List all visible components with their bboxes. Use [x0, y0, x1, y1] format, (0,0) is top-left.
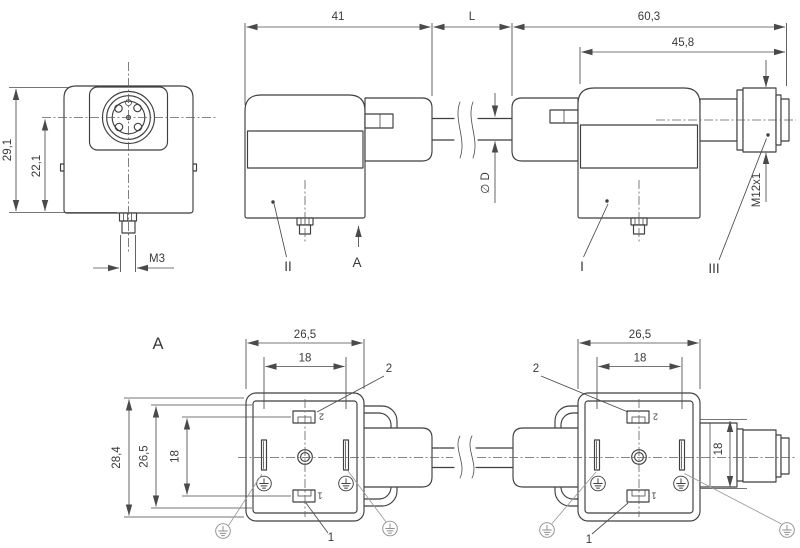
view-b-face: 2 1 18 26,5 18 2 1	[512, 329, 795, 546]
earth-leader	[551, 471, 597, 524]
cable-break	[457, 101, 476, 159]
dim-width: 26,5	[294, 329, 316, 341]
view-a-title: A	[152, 335, 163, 353]
bottom-row: A 2 1 26,5	[111, 329, 796, 546]
molded-digit-1: 1	[317, 491, 322, 501]
dim-cable-diameter: ∅ D	[480, 172, 492, 194]
dim-pitch: 18	[634, 353, 647, 365]
dim-m3: M3	[149, 253, 165, 265]
extension-line	[120, 235, 136, 272]
label-iii: III	[708, 261, 719, 276]
dim-pitch: 18	[299, 353, 312, 365]
label-band-i	[579, 124, 699, 169]
front-view: 29,1 22,1 M3	[2, 62, 216, 272]
leader-line-i	[583, 203, 609, 258]
leader-line-contact-1	[305, 502, 329, 534]
dim-60-3: 60,3	[638, 11, 660, 23]
gland-i	[511, 97, 579, 162]
label-band-ii	[246, 130, 364, 169]
dim-plug-height: 18	[713, 443, 725, 456]
molded-digit-2: 2	[653, 412, 658, 422]
m12-pin	[133, 122, 143, 132]
gland-block	[512, 427, 599, 488]
contact-slot-bottom-detail	[297, 489, 312, 497]
extension-line	[244, 23, 787, 105]
m12-ring	[736, 428, 744, 482]
leader-line-contact-1	[591, 502, 629, 535]
leader-dot	[605, 199, 609, 203]
cable-lines	[431, 447, 514, 469]
face-outer	[245, 392, 365, 522]
leader-line-ii	[273, 203, 287, 258]
contact-slot-left	[593, 439, 601, 471]
contact-slot-bottom-detail	[631, 489, 646, 497]
extension-line	[9, 87, 117, 213]
contact-slot-top-detail	[631, 416, 646, 424]
dim-m12-thread: M12x1	[751, 173, 763, 208]
gland-block	[359, 427, 433, 488]
top-dimensions: 41 L 60,3 45,8	[244, 11, 787, 105]
side-lug-right	[192, 163, 198, 172]
dim-pitch-v: 18	[170, 450, 182, 463]
contact-slot-right	[678, 439, 686, 471]
contact-slot-right	[342, 439, 350, 471]
m12-pin	[114, 104, 123, 113]
label-ii: II	[284, 259, 292, 274]
side-lug-left	[59, 163, 65, 172]
contact-2-label: 2	[533, 363, 539, 375]
leader-line-iii	[718, 138, 767, 261]
leader-line-contact-2	[316, 375, 385, 413]
dim-height-overall: 28,4	[111, 446, 123, 469]
cable-lines	[431, 117, 513, 141]
cable-break	[457, 435, 475, 479]
view-a-face: 2 1 26,5 18 28,4 26,5 18 2 1	[111, 329, 433, 544]
gland-ii	[364, 97, 433, 162]
contact-1-label: 1	[586, 534, 592, 546]
dim-cable-length: L	[469, 11, 476, 23]
earth-symbol	[779, 522, 795, 538]
dim-41: 41	[332, 11, 345, 23]
clamp-tab-ii	[364, 113, 394, 129]
stud-collar	[118, 212, 138, 222]
m12-pin	[133, 103, 142, 113]
cable-top: ∅ D	[431, 93, 513, 203]
dim-22-1: 22,1	[31, 155, 43, 177]
dim-45-8: 45,8	[672, 37, 694, 49]
side-view-i: M12x1 III I	[511, 60, 796, 276]
contact-slot-top-detail	[297, 416, 312, 424]
extension-line	[124, 397, 291, 518]
molded-digit-1: 1	[651, 491, 656, 501]
contact-1-label: 1	[328, 532, 334, 544]
dim-29-1: 29,1	[2, 139, 14, 161]
contact-2-label: 2	[386, 363, 392, 375]
m12-pin	[114, 122, 124, 132]
molded-digit-2: 2	[319, 412, 324, 422]
top-row: 29,1 22,1 M3 II A	[2, 11, 796, 276]
m12-end-cap	[780, 437, 790, 475]
extension-line	[700, 419, 747, 489]
earth-symbol	[382, 520, 398, 537]
dim-height: 26,5	[139, 445, 151, 467]
earth-leader	[228, 473, 263, 526]
leader-line-contact-2	[540, 375, 629, 413]
view-arrow-label-a: A	[352, 255, 361, 270]
side-view-ii: II A	[244, 94, 433, 274]
label-i: I	[580, 259, 584, 274]
earth-symbol	[539, 522, 555, 538]
cable-bottom	[431, 435, 514, 479]
earth-symbol	[215, 523, 231, 539]
extension-line	[245, 339, 365, 409]
extension-line	[577, 339, 701, 409]
m12-coupling-nut	[742, 429, 777, 483]
earth-leader	[684, 473, 782, 525]
leader-dot	[271, 200, 275, 204]
leader-dot	[766, 133, 770, 137]
earth-leader	[347, 470, 387, 523]
dim-width: 26,5	[629, 329, 651, 341]
m12-ring-2	[775, 434, 782, 478]
contact-slot-left	[260, 439, 268, 471]
stud-thread-lines	[123, 212, 132, 222]
